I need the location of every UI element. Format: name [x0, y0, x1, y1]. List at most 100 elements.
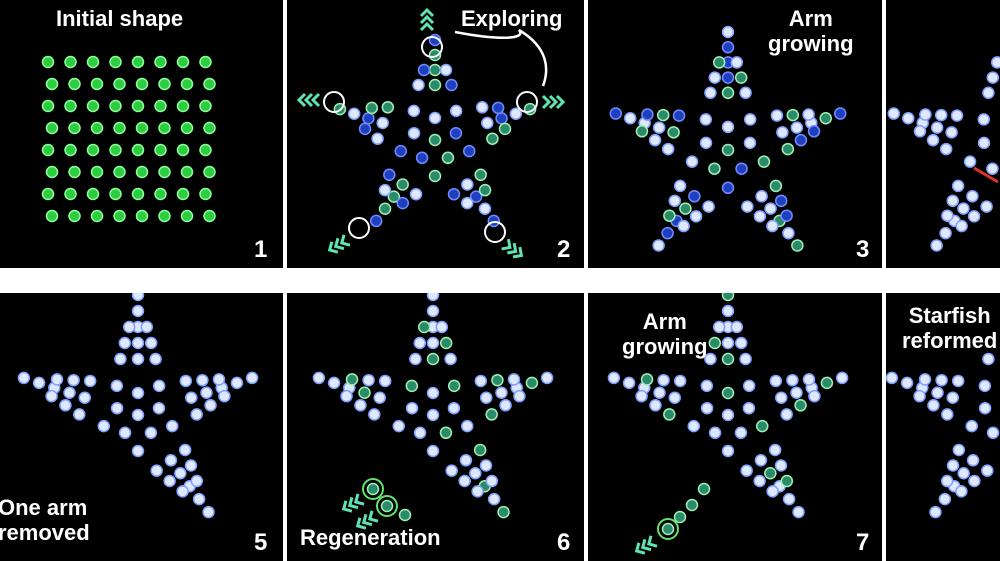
- robot-dot: [154, 55, 167, 69]
- robot-dot: [712, 320, 726, 334]
- panel-regeneration: Regeneration 6: [287, 293, 584, 561]
- robot-dot: [354, 399, 367, 412]
- panel-number: 5: [254, 529, 268, 556]
- robot-dot: [926, 133, 940, 147]
- robot-dot: [941, 408, 954, 421]
- robot-dot: [230, 376, 244, 390]
- robot-dot: [45, 77, 59, 91]
- direction-arrow-icon: [634, 535, 658, 555]
- robot-dot: [735, 162, 748, 175]
- robot-dot: [135, 209, 149, 223]
- robot-dot: [886, 371, 899, 385]
- robot-dot: [919, 108, 932, 121]
- robot-dot: [50, 373, 64, 386]
- robot-dot: [951, 179, 965, 193]
- robot-dot: [708, 162, 721, 175]
- robot-dot: [808, 389, 821, 403]
- robot-dot: [699, 136, 713, 150]
- robot-dot: [203, 77, 216, 91]
- robot-dot: [358, 122, 372, 136]
- robot-dot: [67, 373, 80, 387]
- robot-dot: [212, 373, 226, 386]
- robot-dot: [740, 464, 753, 477]
- robot-dot: [428, 133, 442, 147]
- robot-dot: [394, 144, 408, 158]
- robot-dot: [192, 492, 206, 506]
- robot-dot: [770, 109, 784, 122]
- robot-dot: [135, 77, 149, 91]
- robot-dot: [131, 55, 145, 69]
- robot-dot: [417, 63, 431, 77]
- robot-dot: [780, 209, 793, 222]
- robot-dot: [118, 336, 132, 350]
- robot-dot: [649, 399, 662, 412]
- robot-dot: [458, 474, 471, 488]
- robot-dot: [769, 374, 783, 388]
- robot-dot: [83, 374, 97, 388]
- robot-dot: [935, 373, 948, 387]
- robot-dot: [113, 165, 126, 179]
- robot-dot: [774, 194, 788, 208]
- robot-dot: [673, 374, 687, 388]
- robot-dot: [131, 336, 145, 350]
- robot-dot: [68, 165, 81, 179]
- robot-dot: [934, 108, 948, 122]
- robot-dot: [712, 56, 726, 69]
- robot-dot: [635, 389, 648, 403]
- robot-dot: [199, 55, 212, 69]
- robot-dot: [409, 352, 422, 366]
- robot-dot: [775, 391, 788, 404]
- robot-dot: [819, 111, 833, 125]
- robot-dot: [131, 408, 145, 422]
- robot-dot: [97, 419, 111, 433]
- robot-dot: [59, 399, 72, 412]
- robot-dot: [199, 143, 212, 157]
- robot-dot: [378, 374, 392, 388]
- robot-dot: [980, 200, 993, 213]
- robot-dot: [200, 386, 213, 400]
- robot-dot: [176, 55, 190, 69]
- robot-dot: [786, 108, 800, 122]
- robot-dot: [199, 99, 212, 113]
- robot-dot: [957, 202, 970, 215]
- robot-dot: [957, 466, 970, 480]
- robot-dot: [90, 77, 104, 91]
- robot-dot: [941, 209, 954, 222]
- robot-dot: [441, 151, 455, 165]
- robot-dot: [176, 485, 189, 498]
- robot-dot: [721, 120, 735, 134]
- robot-dot: [113, 77, 126, 91]
- robot-dot: [807, 125, 821, 138]
- robot-dot: [755, 190, 768, 203]
- robot-dot: [68, 77, 81, 91]
- robot-dot: [764, 466, 777, 480]
- robot-dot: [176, 143, 190, 157]
- robot-swarm: [296, 7, 566, 259]
- direction-arrow-icon: [341, 493, 365, 513]
- robot-dot: [428, 111, 442, 125]
- robot-dot: [721, 336, 735, 350]
- robot-dot: [540, 371, 554, 385]
- robot-dot: [657, 373, 670, 387]
- robot-dot: [791, 239, 804, 252]
- direction-arrow-icon: [296, 92, 321, 108]
- robot-dot: [439, 426, 453, 440]
- robot-dot: [154, 187, 167, 201]
- robot-dot: [790, 121, 804, 134]
- robot-dot: [428, 169, 442, 183]
- robot-dot: [150, 464, 163, 477]
- robot-dot: [371, 132, 384, 145]
- robot-dot: [721, 444, 735, 458]
- robot-dot: [918, 373, 932, 386]
- robot-dot: [184, 459, 198, 472]
- robot-dot: [122, 320, 136, 334]
- robot-dot: [176, 99, 190, 113]
- robot-dot: [481, 116, 494, 130]
- robot-dot: [687, 419, 701, 433]
- robot-swarm: [312, 293, 554, 530]
- robot-dot: [152, 379, 166, 393]
- robot-dot: [499, 399, 512, 412]
